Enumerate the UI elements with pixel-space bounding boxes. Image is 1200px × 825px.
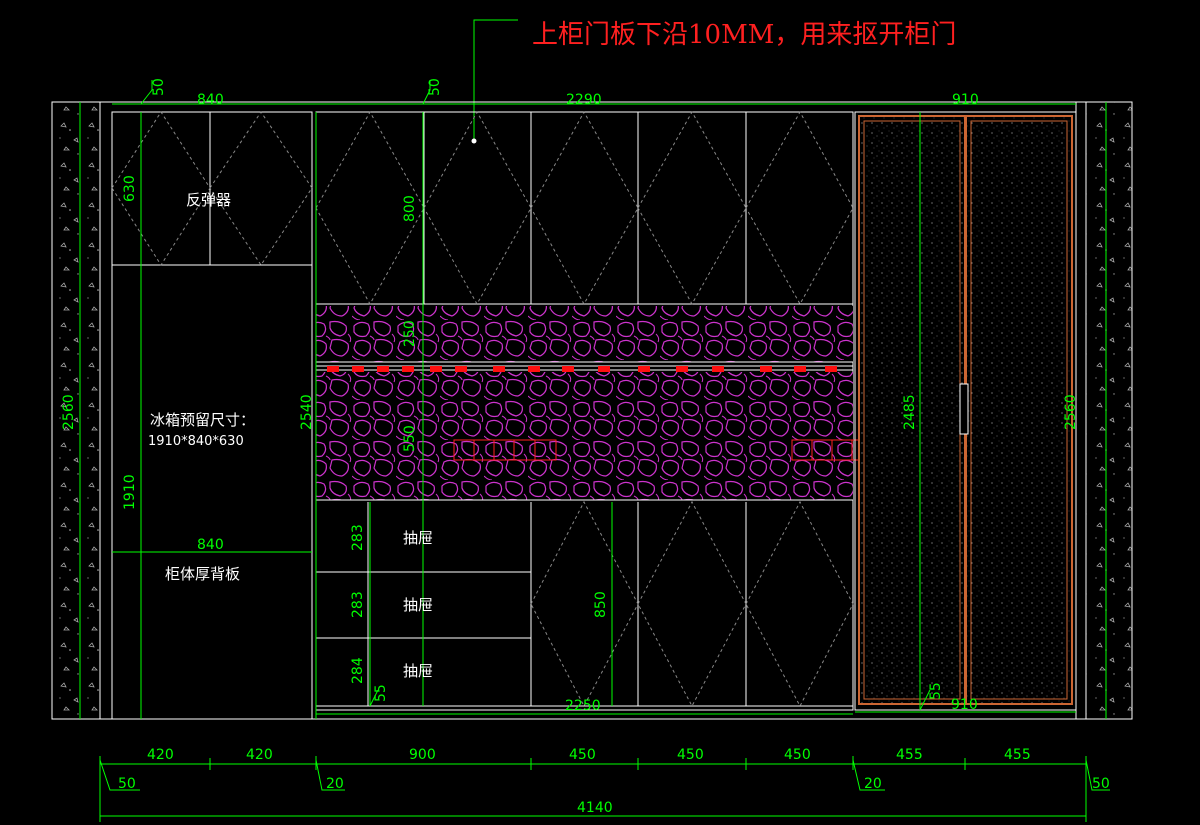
led-strip bbox=[327, 366, 837, 372]
upper-doors bbox=[315, 110, 854, 306]
label-drawer-1: 抽屉 bbox=[403, 529, 433, 547]
dim-top-right: 910 bbox=[952, 92, 979, 108]
cabinet-outline bbox=[99, 101, 1087, 720]
label-drawer-2: 抽屉 bbox=[403, 596, 433, 614]
left-wall bbox=[51, 101, 101, 720]
dim-bottom-6: 450 bbox=[784, 747, 811, 763]
dim-2250: 2250 bbox=[565, 698, 601, 714]
dim-top-gap-left: 50 bbox=[151, 78, 167, 96]
lower-section bbox=[316, 500, 854, 708]
dim-top-mid: 2290 bbox=[566, 92, 602, 108]
stone-backsplash bbox=[316, 306, 875, 501]
dim-top-gap-mid: 50 bbox=[427, 78, 443, 96]
dim-284: 284 bbox=[350, 657, 366, 684]
dim-283-b: 283 bbox=[350, 591, 366, 618]
dim-250: 250 bbox=[402, 320, 418, 347]
dim-gap-4: 50 bbox=[1092, 776, 1110, 792]
label-rebounder: 反弹器 bbox=[186, 191, 231, 209]
dim-800: 800 bbox=[402, 195, 418, 222]
dim-2560-right: 2560 bbox=[1063, 394, 1079, 430]
dim-2485: 2485 bbox=[902, 394, 918, 430]
dim-top-left: 840 bbox=[197, 92, 224, 108]
dim-283-a: 283 bbox=[350, 524, 366, 551]
door-handle bbox=[959, 383, 969, 435]
dim-gap-2: 20 bbox=[326, 776, 344, 792]
label-fridge-title: 冰箱预留尺寸： bbox=[150, 411, 255, 429]
dim-850: 850 bbox=[593, 591, 609, 618]
dim-bottom-8: 455 bbox=[1004, 747, 1031, 763]
dim-total: 4140 bbox=[577, 800, 613, 816]
dim-bottom-2: 420 bbox=[246, 747, 273, 763]
dim-1910: 1910 bbox=[122, 474, 138, 510]
dim-bottom-4: 450 bbox=[569, 747, 596, 763]
dim-550: 550 bbox=[402, 425, 418, 452]
label-drawer-3: 抽屉 bbox=[403, 662, 433, 680]
label-back-panel: 柜体厚背板 bbox=[165, 565, 240, 583]
annotation-text: 上柜门板下沿10MM，用来抠开柜门 bbox=[532, 20, 956, 50]
dim-bottom-1: 420 bbox=[147, 747, 174, 763]
dimension-lines bbox=[99, 80, 1110, 822]
dim-55-b: 55 bbox=[928, 682, 944, 700]
dim-630: 630 bbox=[122, 175, 138, 202]
dim-gap-1: 50 bbox=[118, 776, 136, 792]
fridge-section bbox=[111, 111, 313, 720]
label-fridge-size: 1910*840*630 bbox=[148, 434, 244, 449]
dim-55-a: 55 bbox=[373, 684, 389, 702]
dim-2540: 2540 bbox=[299, 394, 315, 430]
dim-gap-3: 20 bbox=[864, 776, 882, 792]
outlet-left bbox=[453, 439, 557, 461]
annotation-leader bbox=[471, 19, 518, 144]
dim-bottom-5: 450 bbox=[677, 747, 704, 763]
dim-840-lower: 840 bbox=[197, 537, 224, 553]
dim-bottom-3: 900 bbox=[409, 747, 436, 763]
dim-2560-left: 2560 bbox=[61, 394, 77, 430]
right-wall bbox=[1085, 101, 1133, 720]
sliding-doors bbox=[854, 111, 1077, 711]
dim-910-b: 910 bbox=[951, 697, 978, 713]
dim-bottom-7: 455 bbox=[896, 747, 923, 763]
